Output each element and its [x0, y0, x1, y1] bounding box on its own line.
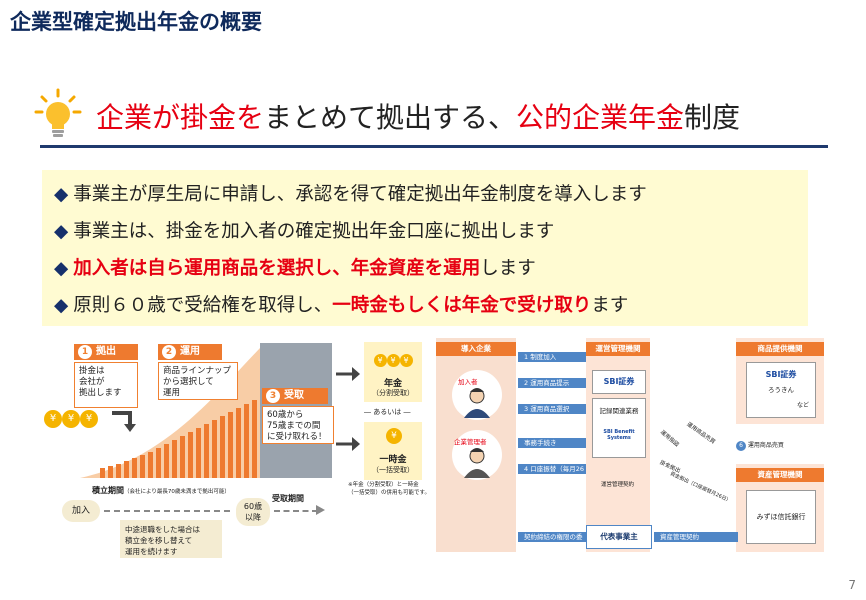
diamond-bullet-icon: ◆ [54, 295, 69, 316]
age-60-pill: 60歳 以降 [236, 498, 270, 526]
admin-avatar-icon [464, 448, 490, 478]
or-divider: ― あるいは ― [364, 408, 411, 416]
headline-part3: 公的企業年金 [516, 101, 685, 134]
representative-employer: 代表事業主 [586, 525, 652, 549]
flow-asset-contract: 資産管理契約 [654, 532, 738, 542]
combo-note: ※年金（分割受取）と一時金 （一括受取）の併用も可能です。 [348, 482, 430, 496]
accumulation-graph [80, 343, 332, 478]
timeline-arrow-icon [316, 505, 325, 515]
bullet-list: ◆事業主が厚生局に申請し、承認を得て確定拠出年金制度を導入します ◆事業主は、掛… [42, 170, 808, 326]
lightbulb-icon [34, 88, 82, 137]
accumulation-period-label: 積立期間（会社により最長70歳未満まで拠出可能） [92, 486, 230, 495]
product-box: SBI証券 ろうきん など [746, 362, 816, 418]
bullet-text: ます [591, 295, 629, 316]
flow-3: 3 運用商品選択 [518, 404, 586, 414]
flow-2: 2 運用商品提示 [518, 378, 586, 388]
flow-delegation: 契約締結の権限の委任 [518, 532, 586, 551]
member-avatar-icon [464, 388, 490, 418]
product-header: 商品提供機関 [736, 342, 824, 356]
company-header: 導入企業 [436, 342, 516, 356]
headline-divider [40, 145, 828, 148]
receive-period-label: 受取期間 [272, 494, 304, 503]
diamond-bullet-icon: ◆ [54, 184, 69, 205]
bullet-item-3: ◆加入者は自ら運用商品を選択し、年金資産を運用します [54, 254, 536, 280]
job-change-note: 中途退職をした場合は 積立金を移し替えて 運用を続けます [120, 520, 222, 558]
headline: 企業が掛金をまとめて拠出する、公的企業年金制度 [96, 96, 740, 136]
diamond-bullet-icon: ◆ [54, 258, 69, 279]
coin-icon: ¥ [386, 428, 402, 444]
bullet-text: 事業主が厚生局に申請し、承認を得て確定拠出年金制度を導入します [73, 184, 647, 205]
pension-option: ¥¥¥ 年金 （分割受取） [364, 342, 422, 402]
bullet-text: します [480, 258, 536, 279]
diamond-bullet-icon: ◆ [54, 221, 69, 242]
flow-5-label: 運用指図 [658, 429, 680, 449]
flow-9-label: 運用商品売買 [685, 421, 716, 446]
headline-part4: 制度 [684, 101, 741, 134]
headline-part2: まとめて拠出する、 [264, 101, 517, 134]
flow-4: 4 口座振替（毎月26日） [518, 464, 586, 483]
flow-admin: 事務手続き [518, 438, 586, 448]
rk-header: 運営管理機関 [586, 342, 650, 356]
flow-8-label: 資金拠出（口座振替月26日） [669, 470, 732, 505]
bullet-text: 原則６０歳で受給権を取得し、 [73, 295, 333, 316]
yen-coins-icon: ¥ ¥ ¥ [44, 410, 114, 430]
asset-bank-box: みずほ信託銀行 [746, 490, 816, 544]
bullet-text-emphasis: 一時金もしくは年金で受け取り [332, 295, 592, 316]
bullet-item-4: ◆原則６０歳で受給権を取得し、一時金もしくは年金で受け取ります [54, 291, 628, 317]
admin-label: 企業管理者 [454, 438, 487, 446]
headline-part1: 企業が掛金を [96, 101, 265, 134]
bullet-item-2: ◆事業主は、掛金を加入者の確定拠出年金口座に拠出します [54, 217, 554, 243]
step-2-card: 商品ラインナップ から選択して 運用 [158, 362, 238, 400]
bullet-text: 事業主は、掛金を加入者の確定拠出年金口座に拠出します [73, 221, 555, 242]
asset-header: 資産管理機関 [736, 468, 824, 482]
flow-6: 6 運用商品売買 [736, 440, 784, 451]
step-3-card: 60歳から 75歳までの間 に受け取れる！ [262, 406, 334, 444]
bullet-text-emphasis: 加入者は自ら運用商品を選択し、年金資産を運用 [73, 258, 481, 279]
rk-contract-label: 運営管理契約 [601, 482, 635, 488]
page-title: 企業型確定拠出年金の概要 [10, 10, 262, 34]
rk-logo: SBI証券 [592, 370, 646, 394]
step-1-card: 掛金は 会社が 拠出します [74, 362, 138, 408]
member-label: 加入者 [458, 378, 478, 386]
bullet-item-1: ◆事業主が厚生局に申請し、承認を得て確定拠出年金制度を導入します [54, 180, 647, 206]
record-keeping-box: 記録関連業務 SBI Benefit Systems [592, 398, 646, 458]
page-number: 7 [848, 578, 856, 592]
receive-timeline [274, 510, 318, 512]
flow-1: 1 制度加入 [518, 352, 586, 362]
coins-icon: ¥¥¥ [372, 348, 414, 372]
receive-arrows-icon [336, 367, 360, 451]
lump-sum-option: ¥ 一時金 （一括受取） [364, 422, 422, 480]
accumulation-timeline [104, 510, 230, 512]
join-pill: 加入 [62, 500, 100, 522]
